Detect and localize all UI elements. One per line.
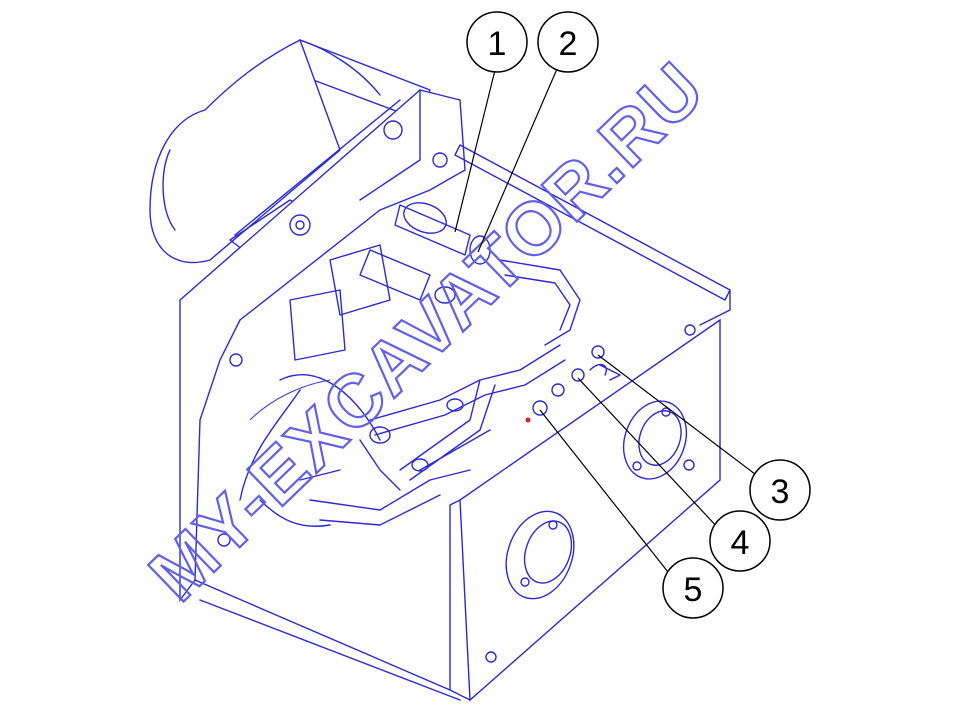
callout-1-label: 1 xyxy=(488,25,507,63)
fitting-parts xyxy=(525,345,605,423)
callout-5-label: 5 xyxy=(684,571,703,609)
leader-lines xyxy=(454,61,773,573)
front-connector-large xyxy=(505,510,575,600)
front-connector-small xyxy=(622,400,688,480)
mounting-flange xyxy=(179,89,466,603)
callout-1: 1 xyxy=(466,11,528,73)
callout-5: 5 xyxy=(662,557,724,619)
callout-4-label: 4 xyxy=(731,524,750,562)
internal-components xyxy=(239,202,621,527)
callout-3-label: 3 xyxy=(771,473,790,511)
callout-2-label: 2 xyxy=(559,25,578,63)
frame-housing xyxy=(194,144,731,702)
callout-2: 2 xyxy=(537,11,599,73)
callout-3: 3 xyxy=(749,459,811,521)
callout-4: 4 xyxy=(709,510,771,572)
